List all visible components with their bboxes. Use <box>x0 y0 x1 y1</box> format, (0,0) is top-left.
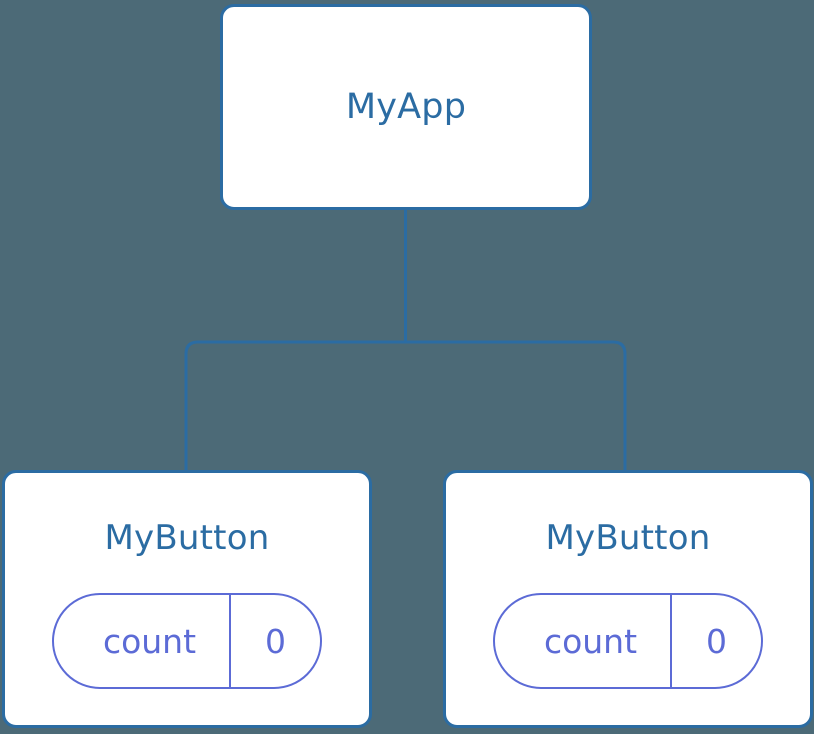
state-pill[interactable]: count 0 <box>52 593 322 689</box>
component-node-mybutton-0[interactable]: MyButton count 0 <box>2 470 372 728</box>
component-node-mybutton-1[interactable]: MyButton count 0 <box>443 470 813 728</box>
state-key: count <box>543 621 638 661</box>
edge-root-to-child-0 <box>184 340 406 471</box>
state-key: count <box>102 621 197 661</box>
component-node-label: MyButton <box>545 518 711 558</box>
component-node-myapp[interactable]: MyApp <box>220 4 592 210</box>
edge-root-to-child-1 <box>405 340 627 471</box>
component-node-label: MyButton <box>104 518 270 558</box>
component-node-label: MyApp <box>345 86 467 127</box>
state-value: 0 <box>670 595 761 687</box>
state-pill[interactable]: count 0 <box>493 593 763 689</box>
state-value: 0 <box>229 595 320 687</box>
